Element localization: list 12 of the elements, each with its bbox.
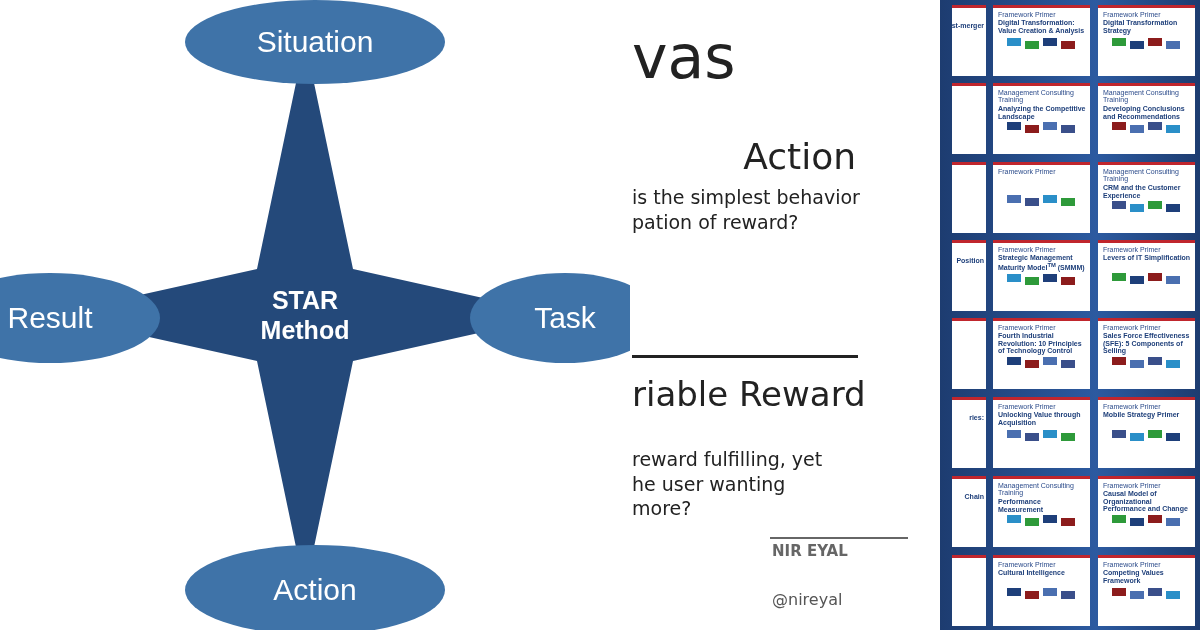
question-text: reward fulfilling, yet he user wanting more? bbox=[632, 447, 824, 522]
question-text: is the simplest behavior pation of reward? bbox=[632, 185, 860, 235]
social-handle: @nireyal bbox=[772, 590, 844, 611]
author-name: NIR EYAL bbox=[772, 542, 849, 562]
section-heading: riable Reward bbox=[632, 373, 867, 416]
section-heading: Action bbox=[742, 135, 856, 179]
node-label: Action bbox=[272, 572, 358, 608]
node-label: Task bbox=[533, 300, 597, 336]
center-label: STAR Method bbox=[259, 285, 351, 345]
node-label: Situation bbox=[255, 24, 375, 60]
slide-title: vas bbox=[632, 21, 737, 94]
node-label: Result bbox=[6, 300, 94, 336]
